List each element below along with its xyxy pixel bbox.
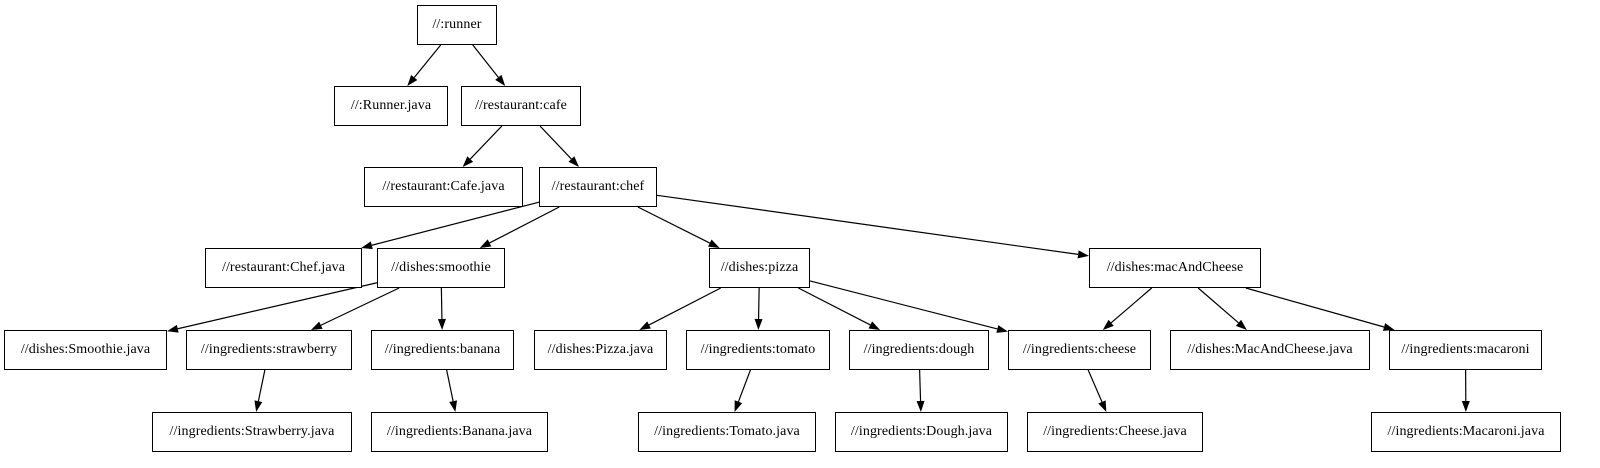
graph-node-label: //dishes:Smoothie.java — [20, 342, 151, 357]
graph-node-ing_cheese[interactable]: //ingredients:cheese — [1008, 330, 1151, 370]
graph-node-macaroni_java[interactable]: //ingredients:Macaroni.java — [1371, 412, 1561, 452]
graph-node-label: //restaurant:Cafe.java — [382, 179, 505, 194]
graph-node-label: //dishes:MacAndCheese.java — [1187, 342, 1353, 357]
graph-node-label: //restaurant:Chef.java — [221, 260, 346, 275]
graph-node-dishes_smoothie[interactable]: //dishes:smoothie — [377, 248, 505, 288]
graph-node-ing_strawberry[interactable]: //ingredients:strawberry — [186, 330, 352, 370]
graph-node-label: //ingredients:Banana.java — [386, 424, 533, 439]
graph-node-dough_java[interactable]: //ingredients:Dough.java — [835, 412, 1008, 452]
graph-node-label: //dishes:macAndCheese — [1106, 260, 1244, 275]
graph-node-label: //ingredients:strawberry — [200, 342, 338, 357]
graph-node-cheese_java[interactable]: //ingredients:Cheese.java — [1027, 412, 1203, 452]
graph-node-label: //ingredients:cheese — [1022, 342, 1137, 357]
graph-node-label: //ingredients:Strawberry.java — [169, 424, 335, 439]
graph-node-label: //ingredients:Dough.java — [850, 424, 993, 439]
graph-node-runner_java[interactable]: //:Runner.java — [334, 86, 448, 126]
graph-node-macandcheese_java[interactable]: //dishes:MacAndCheese.java — [1170, 330, 1370, 370]
graph-node-label: //dishes:Pizza.java — [547, 342, 654, 357]
graph-node-runner[interactable]: //:runner — [417, 5, 497, 45]
graph-node-dishes_pizza[interactable]: //dishes:pizza — [709, 248, 810, 288]
graph-node-label: //ingredients:Tomato.java — [654, 424, 800, 439]
graph-node-label: //dishes:smoothie — [391, 260, 491, 275]
graph-node-label: //restaurant:cafe — [475, 98, 567, 113]
graph-node-restaurant_chef[interactable]: //restaurant:chef — [539, 167, 657, 207]
graph-node-smoothie_java[interactable]: //dishes:Smoothie.java — [4, 330, 167, 370]
graph-node-restaurant_cafe[interactable]: //restaurant:cafe — [461, 86, 581, 126]
graph-node-label: //ingredients:tomato — [700, 342, 816, 357]
graph-node-dishes_macandchs[interactable]: //dishes:macAndCheese — [1089, 248, 1261, 288]
graph-node-label: //:runner — [432, 17, 482, 32]
graph-node-label: //dishes:pizza — [720, 260, 799, 275]
graph-node-label: //:Runner.java — [350, 98, 432, 113]
graph-node-label: //restaurant:chef — [551, 179, 645, 194]
graph-node-strawberry_java[interactable]: //ingredients:Strawberry.java — [152, 412, 352, 452]
graph-node-cafe_java[interactable]: //restaurant:Cafe.java — [364, 167, 523, 207]
graph-node-banana_java[interactable]: //ingredients:Banana.java — [371, 412, 548, 452]
graph-node-chef_java[interactable]: //restaurant:Chef.java — [205, 248, 362, 288]
graph-node-ing_dough[interactable]: //ingredients:dough — [849, 330, 989, 370]
graph-node-ing_tomato[interactable]: //ingredients:tomato — [686, 330, 830, 370]
graph-node-label: //ingredients:banana — [384, 342, 501, 357]
graph-node-tomato_java[interactable]: //ingredients:Tomato.java — [638, 412, 816, 452]
graph-node-ing_macaroni[interactable]: //ingredients:macaroni — [1389, 330, 1542, 370]
graph-node-label: //ingredients:dough — [863, 342, 975, 357]
graph-node-label: //ingredients:Macaroni.java — [1387, 424, 1545, 439]
graph-node-label: //ingredients:Cheese.java — [1043, 424, 1187, 439]
graph-node-ing_banana[interactable]: //ingredients:banana — [371, 330, 514, 370]
graph-node-pizza_java[interactable]: //dishes:Pizza.java — [534, 330, 667, 370]
graph-node-label: //ingredients:macaroni — [1401, 342, 1530, 357]
